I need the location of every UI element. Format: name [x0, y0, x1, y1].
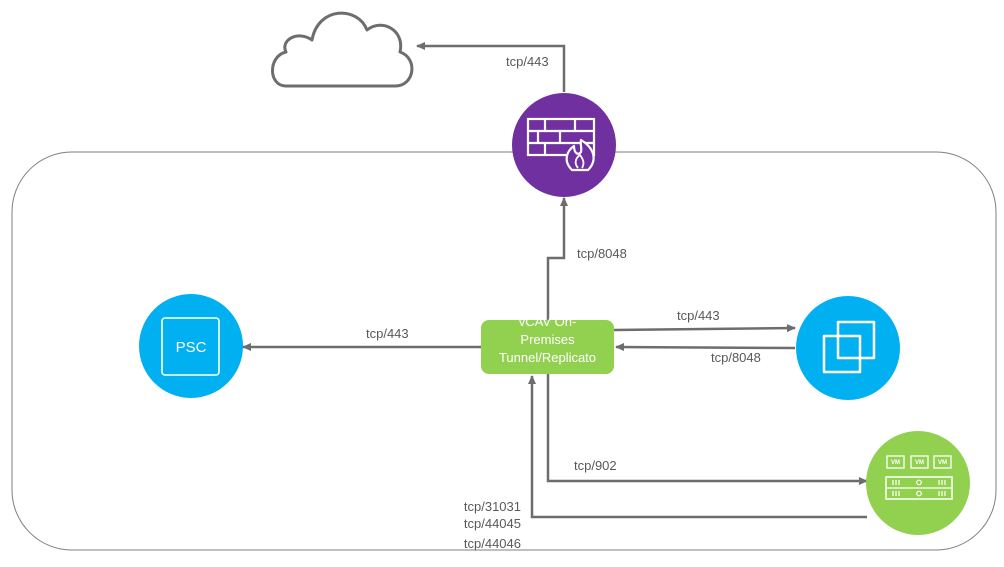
- vcav-node: vCAV On- Premises Tunnel/Replicato: [481, 314, 614, 374]
- vcav-label-line-2: Premises: [520, 332, 575, 347]
- esxi-host-icon: VM VM VM: [885, 455, 953, 500]
- esxi-circle: [866, 431, 970, 535]
- cloud-icon: [271, 11, 414, 88]
- firewall-node: [512, 93, 616, 197]
- conn-firewall-to-cloud: [416, 42, 566, 92]
- on-premises-boundary: [11, 151, 997, 551]
- vm-label-1: VM: [891, 460, 900, 466]
- firewall-icon: [526, 117, 596, 172]
- psc-box: [161, 317, 220, 376]
- psc-label: PSC: [176, 339, 207, 356]
- conn-esxi-to-vcav: [528, 375, 867, 519]
- psc-circle: [139, 294, 243, 398]
- label-vcav-to-esxi: tcp/902: [574, 458, 617, 473]
- label-firewall-to-cloud: tcp/443: [506, 54, 549, 69]
- vm-label-3: VM: [938, 460, 947, 466]
- psc-node: PSC: [139, 294, 243, 398]
- label-vcav-to-firewall: tcp/8048: [577, 246, 627, 261]
- label-vcav-to-psc: tcp/443: [366, 326, 409, 341]
- conn-vcenter-to-vcav: [615, 343, 796, 352]
- vcenter-node: [796, 296, 900, 400]
- vcav-box: [481, 320, 614, 374]
- conn-vcav-to-vcenter: [613, 324, 796, 333]
- vcenter-circle: [796, 296, 900, 400]
- label-vcenter-to-vcav: tcp/8048: [711, 350, 761, 365]
- label-esxi-to-vcav-2: tcp/44045: [464, 516, 521, 531]
- conn-vcav-to-firewall: [546, 197, 568, 320]
- label-esxi-to-vcav-3: tcp/44046: [464, 536, 521, 551]
- conn-vcav-to-esxi: [546, 374, 868, 485]
- vm-label-2: VM: [915, 460, 924, 466]
- vcav-label-line-3: Tunnel/Replicato: [499, 350, 596, 365]
- vcenter-icon: [822, 320, 876, 374]
- label-esxi-to-vcav-1: tcp/31031: [464, 499, 521, 514]
- esxi-host-node: VM VM VM: [866, 431, 970, 535]
- vcav-label-line-1: vCAV On-: [519, 314, 577, 329]
- label-vcav-to-vcenter: tcp/443: [677, 308, 720, 323]
